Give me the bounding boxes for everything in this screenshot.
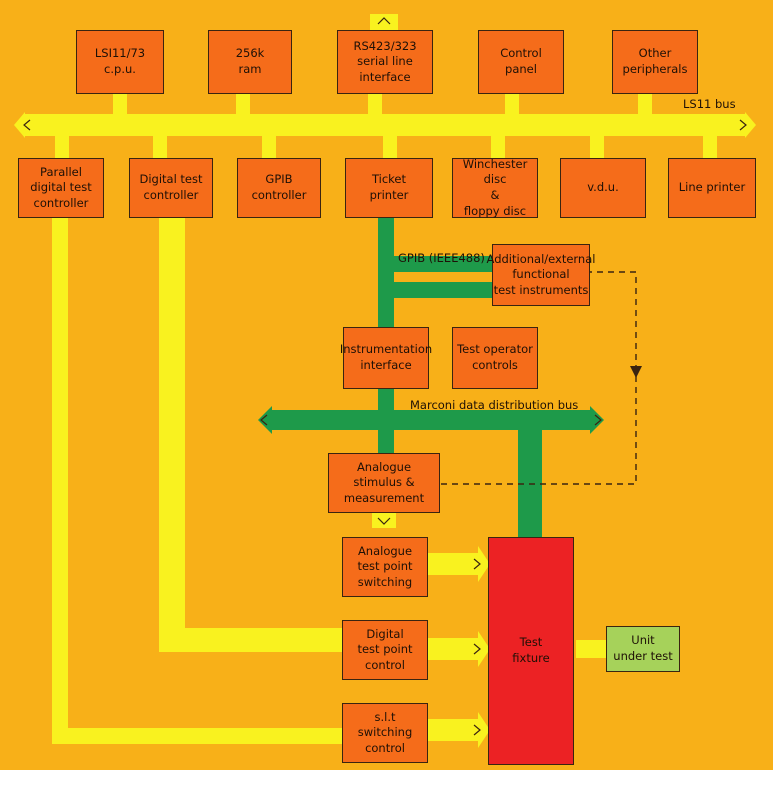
- marconi-data-distribution-bus: [258, 388, 604, 538]
- arrow-glyphs: [23, 17, 747, 736]
- bottom-strip: [0, 770, 773, 785]
- test-point-buses: [52, 218, 606, 748]
- test-operator-controls-box: Test operator controls: [452, 327, 538, 389]
- gpib-bus: [378, 218, 494, 328]
- analogue-stimulus-measurement-box: Analogue stimulus & measurement: [328, 453, 440, 513]
- cpu-box: LSI11/73 c.p.u.: [76, 30, 164, 94]
- ls11-bus-label: LS11 bus: [683, 97, 736, 111]
- ram-box: 256k ram: [208, 30, 292, 94]
- winchester-floppy-disc-box: Winchester disc & floppy disc: [452, 157, 538, 218]
- digital-test-point-control-box: Digital test point control: [342, 620, 428, 680]
- gpib-controller-box: GPIB controller: [237, 158, 321, 218]
- external-test-instruments-box: Additional/external functional test inst…: [487, 244, 595, 306]
- instrumentation-interface-box: Instrumentation interface: [340, 327, 432, 389]
- serial-line-interface-box: RS423/323 serial line interface: [337, 30, 433, 94]
- ticket-printer-box: Ticket printer: [345, 158, 433, 218]
- control-panel-box: Control panel: [478, 30, 564, 94]
- gpib-bus-label: GPIB (IEEE488): [398, 251, 485, 265]
- line-printer-box: Line printer: [668, 158, 756, 218]
- analogue-test-point-switching-box: Analogue test point switching: [342, 537, 428, 597]
- parallel-digital-test-controller-box: Parallel digital test controller: [18, 158, 104, 218]
- marconi-bus-label: Marconi data distribution bus: [410, 398, 579, 412]
- ls11-bus: [14, 14, 756, 160]
- test-fixture-box: Test fixture: [488, 537, 574, 765]
- digital-test-controller-box: Digital test controller: [129, 158, 213, 218]
- vdu-box: v.d.u.: [560, 158, 646, 218]
- slt-switching-control-box: s.l.t switching control: [342, 703, 428, 763]
- external-instrument-link: [440, 271, 642, 485]
- other-peripherals-box: Other peripherals: [612, 30, 698, 94]
- unit-under-test-box: Unit under test: [606, 626, 680, 672]
